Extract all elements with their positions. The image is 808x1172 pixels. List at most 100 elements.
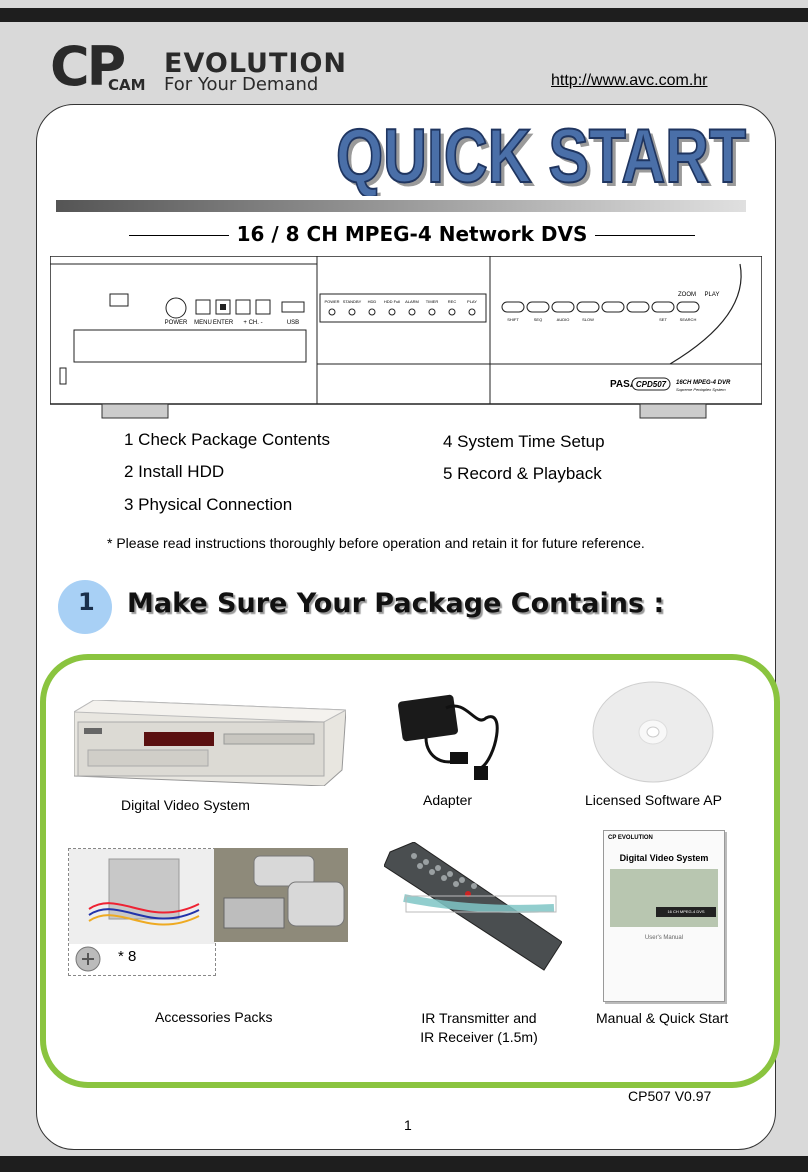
caption-adapter: Adapter [423,792,473,808]
section-title: Make Sure Your Package Contains : [127,588,665,619]
toc-item-2: 2 Install HDD [124,462,225,481]
manual-logo: CP EVOLUTION [608,835,653,841]
manual-model: 16 CH MPEG-4 DVS [656,907,716,917]
led-label: TIMER [426,299,439,304]
dvr-control-button [576,301,600,313]
led-indicator-icon [328,308,336,316]
screw-count: * 8 [118,948,137,965]
menu-button-icon [195,299,211,315]
model-desc: 16CH MPEG-4 DVR [676,380,731,386]
brand-text: PASA [610,379,637,390]
caption-ir-line2: IR Receiver (1.5m) [420,1029,538,1045]
label-zoom: ZOOM [678,292,696,298]
led-panel [319,293,487,323]
dvr-control-button [626,301,650,313]
led-indicator-icon [448,308,456,316]
label-power: POWER [165,320,188,326]
bottom-bar [0,1156,808,1172]
manual-photo [610,869,718,927]
screw-icon [75,946,101,972]
label-play: PLAY [705,292,720,298]
section-number-badge: 1 [58,580,112,634]
top-bar [0,8,808,22]
led-label: REC [448,299,457,304]
dvr-button-label: SET [659,317,667,322]
caption-software: Licensed Software AP [585,792,722,808]
ch-plus-button-icon [235,299,251,315]
subtitle-rule-left [128,234,229,237]
led-group: POWER STANDBY HDD HDD Full ALARM TIMER REC PLAY [324,299,477,316]
dvr-foot-left [101,403,169,419]
connector-photo [214,848,348,942]
dvr-control-button [551,301,575,313]
label-menu: MENU [194,320,212,326]
dvr-hdd-door [73,329,307,363]
caption-accessories: Accessories Packs [155,1009,273,1025]
software-cd-icon [592,681,714,783]
led-indicator-icon [408,308,416,316]
dvs-photo [74,700,346,786]
website-link[interactable]: http://www.avc.com.hr [551,72,708,89]
instruction-note: * Please read instructions thoroughly be… [107,535,645,551]
dvr-control-button [501,301,525,313]
caption-ir-line1: IR Transmitter and [421,1010,537,1026]
subtitle-rule-right [595,234,696,237]
subtitle: 16 / 8 CH MPEG-4 Network DVS [110,222,714,246]
dvr-foot-right [639,403,707,419]
usb-port-icon [281,301,305,313]
accessories-photo-frame [68,848,216,976]
manual-title: Digital Video System [619,853,709,863]
dvr-button-label: SLOW [582,317,594,322]
dvr-button-label: SEQ [534,317,542,322]
model-text: CPD507 [636,380,667,389]
dvr-latch [59,367,67,385]
toc-item-1: 1 Check Package Contents [124,430,331,449]
caption-manual: Manual & Quick Start [596,1010,729,1026]
led-label: POWER [324,299,339,304]
label-usb: USB [287,320,299,326]
dvr-curve [669,263,742,365]
dvr-control-button [601,301,625,313]
dvr-front-panel: POWER MENU ENTER + CH. - USB POWER STANDB… [50,256,762,419]
toc-item-3: 3 Physical Connection [124,495,293,514]
dvr-ir-window [109,293,129,307]
toc-item-5: 5 Record & Playback [443,464,602,483]
dvr-button-label: AUDIO [557,317,570,322]
dvr-control-button [526,301,550,313]
caption-dvs: Digital Video System [121,797,250,813]
quick-start-title: QUICK START QUICK START [335,113,750,196]
cable-photo [69,849,215,944]
led-indicator-icon [348,308,356,316]
ir-remote-photo [384,842,562,971]
led-indicator-icon [388,308,396,316]
toc-item-4: 4 System Time Setup [443,432,605,451]
led-label: STANDBY [343,299,362,304]
manual-footer: User's Manual [644,935,684,941]
dvr-button-label: SEARCH [680,317,697,322]
dvr-button-label: SHIFT [507,317,519,322]
enter-dot-icon [220,304,226,310]
led-label: HDD Full [384,299,400,304]
version-label: CP507 V0.97 [628,1088,712,1104]
adapter-photo [398,694,499,780]
manual-cover: CP EVOLUTION Digital Video System 16 CH … [603,830,725,1002]
label-enter: ENTER [213,320,234,326]
led-label: PLAY [467,299,477,304]
dvr-control-button [651,301,675,313]
dvr-control-button [676,301,700,313]
title-text: QUICK START [336,114,746,196]
model-badge [631,377,671,391]
led-indicator-icon [428,308,436,316]
title-shadow: QUICK START [340,118,750,196]
control-button-group: SHIFT SEQ AUDIO SLOW SET SEARCH [501,301,700,322]
subtitle-text: 16 / 8 CH MPEG-4 Network DVS [236,222,588,246]
model-sub: Supreme Pentaplex System [676,387,726,392]
ch-minus-button-icon [255,299,271,315]
led-label: HDD [368,299,377,304]
led-indicator-icon [368,308,376,316]
led-indicator-icon [468,308,476,316]
gradient-divider [56,200,746,212]
page-number: 1 [404,1117,412,1133]
label-ch: + CH. - [243,320,262,326]
led-label: ALARM [405,299,419,304]
